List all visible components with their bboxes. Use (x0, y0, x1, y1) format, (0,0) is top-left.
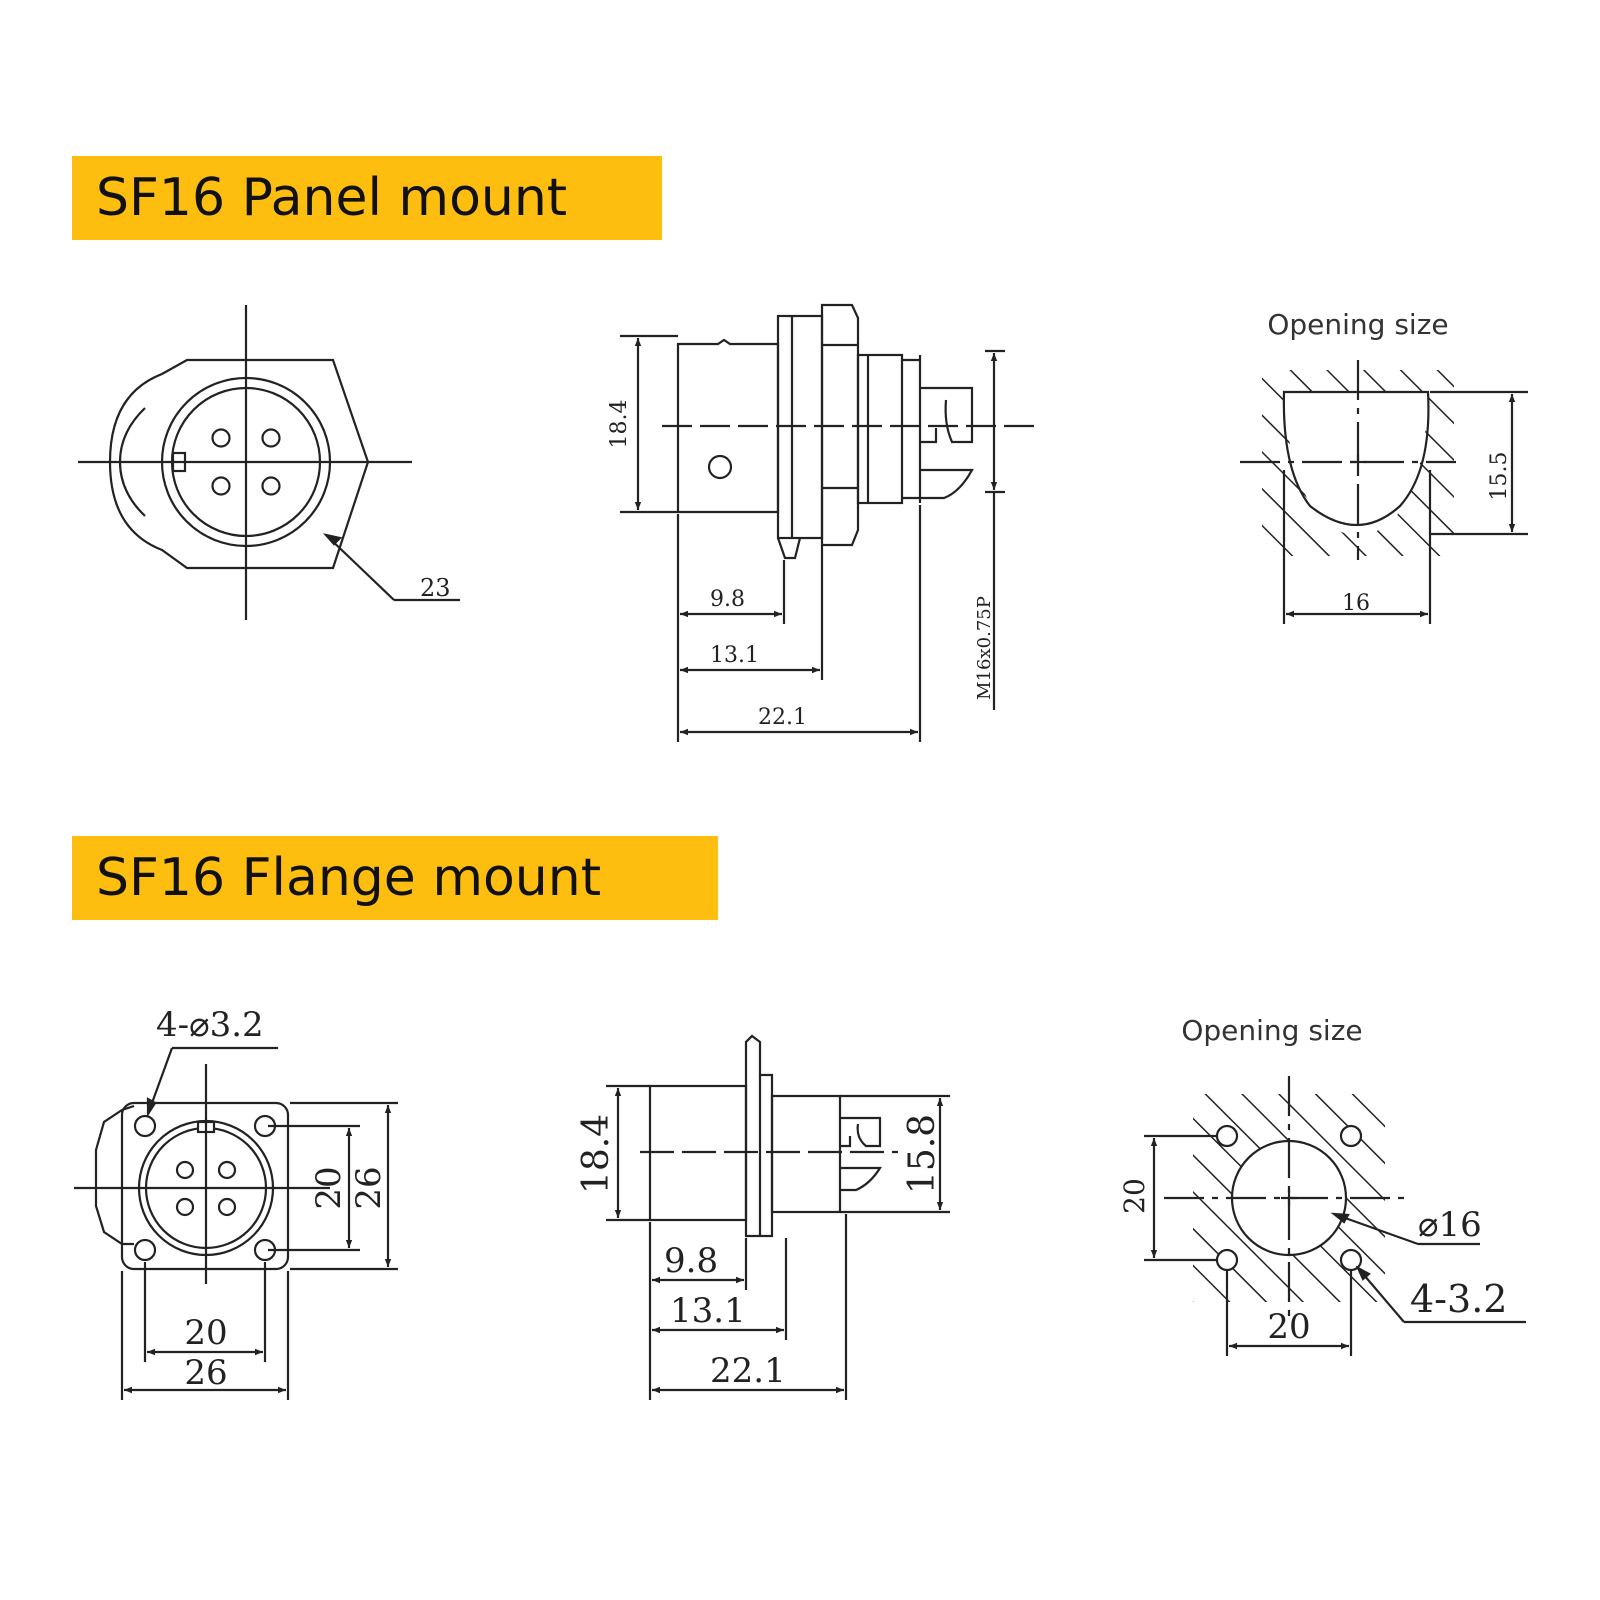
pin-hole (175, 1160, 195, 1180)
panel-opening-caption: Opening size (1267, 308, 1448, 341)
panel-front-diameter-label: 23 (420, 574, 451, 602)
pin-hole (261, 476, 281, 496)
flange-len-b-label: 13.1 (670, 1291, 746, 1331)
mount-hole (133, 1238, 157, 1262)
panel-opening-width-label: 16 (1342, 591, 1370, 616)
flange-mount-title: SF16 Flange mount (96, 848, 602, 908)
flange-hole-pitch-h-label: 20 (184, 1313, 227, 1353)
mount-hole (133, 1114, 157, 1138)
flange-width-label: 26 (184, 1353, 227, 1393)
panel-body-height-label: 18.4 (607, 400, 632, 449)
panel-len-total-label: 22.1 (758, 705, 807, 730)
panel-mount-banner: SF16 Panel mount (72, 156, 662, 240)
flange-rear-height-label: 15.8 (902, 1114, 943, 1194)
flange-holes-label: 4-⌀3.2 (156, 1005, 264, 1045)
pin-hole (217, 1197, 237, 1217)
pin-hole (261, 428, 281, 448)
pin-hole (211, 428, 231, 448)
panel-mount-title: SF16 Panel mount (96, 168, 568, 228)
mount-hole (1215, 1248, 1239, 1272)
flange-opening-caption: Opening size (1181, 1014, 1362, 1047)
pin-hole (211, 476, 231, 496)
flange-len-a-label: 9.8 (664, 1241, 718, 1281)
flange-opening-holes-label: 4-3.2 (1410, 1277, 1507, 1321)
panel-len-a-label: 9.8 (710, 587, 745, 612)
pin-hole (217, 1160, 237, 1180)
panel-side-view (620, 303, 1035, 742)
locating-dot (707, 454, 733, 480)
flange-mount-banner: SF16 Flange mount (72, 836, 718, 920)
flange-opening-view (1144, 1076, 1526, 1356)
pin-hole (175, 1197, 195, 1217)
flange-opening-dia-label: ⌀16 (1418, 1205, 1482, 1245)
flange-body-height-label: 18.4 (576, 1114, 617, 1194)
flange-front-view (74, 1046, 398, 1400)
panel-thread-label: M16x0.75P (974, 596, 995, 700)
flange-side-view (606, 1034, 950, 1400)
flange-height-label: 26 (349, 1166, 389, 1209)
panel-len-b-label: 13.1 (710, 643, 759, 668)
flange-hole-pitch-v-label: 20 (309, 1166, 349, 1209)
panel-opening-height-label: 15.5 (1487, 452, 1512, 501)
flange-opening-pitch-v-label: 20 (1118, 1178, 1151, 1214)
panel-front-view (78, 305, 460, 620)
mount-hole (1215, 1124, 1239, 1148)
mount-hole (1339, 1124, 1363, 1148)
flange-len-total-label: 22.1 (710, 1351, 786, 1391)
flange-opening-pitch-h-label: 20 (1267, 1307, 1310, 1347)
panel-opening-view (1240, 360, 1528, 624)
